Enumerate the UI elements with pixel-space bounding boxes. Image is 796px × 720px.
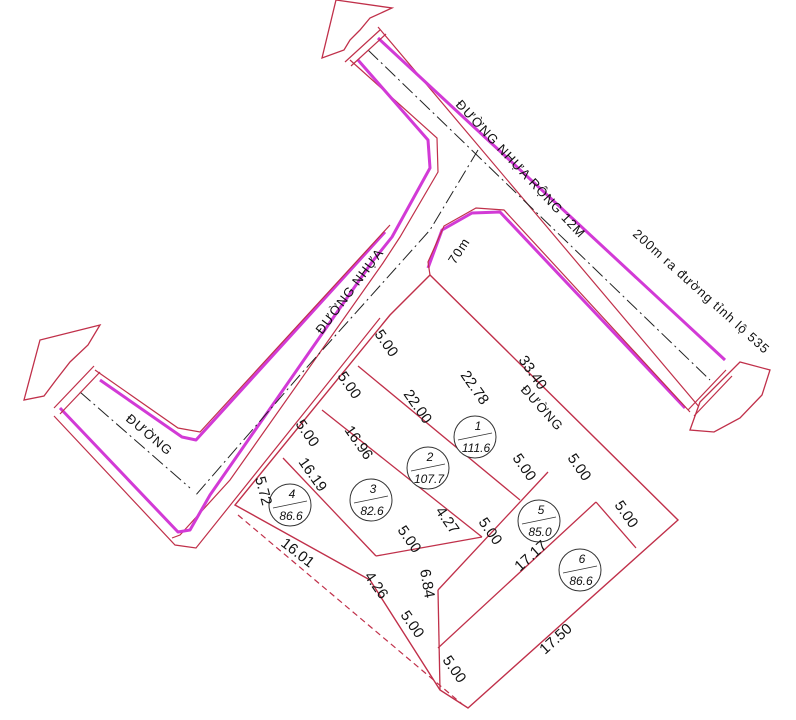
lot-6-area: 86.6 (569, 574, 593, 588)
distance-70m: 70m (445, 235, 473, 267)
lot-2-circle (406, 446, 450, 490)
main-road-label: ĐƯỜNG NHỰA RỘNG 12M (453, 97, 589, 241)
lot-1-number: 1 (475, 419, 482, 433)
dim-5-00-c: 5.00 (292, 417, 323, 451)
lot-3-number: 3 (370, 482, 377, 496)
inner-road-frame (427, 207, 691, 413)
lot-2-area: 107.7 (414, 472, 445, 486)
dim-6-84: 6.84 (416, 568, 438, 600)
lot-5-marker[interactable]: 5 85.0 (517, 499, 561, 543)
lot-1-divider (457, 432, 493, 441)
arrow-left-bar-2 (59, 371, 101, 415)
lot-2-number: 2 (426, 450, 434, 464)
arrow-top-bar-1 (344, 29, 381, 63)
lot-1-area: 111.6 (462, 441, 491, 455)
arrow-right-bar-1 (687, 369, 727, 411)
dim-22-00: 22.00 (400, 387, 435, 428)
lot-line-6 (595, 501, 637, 549)
main-road-outer-edge-2 (377, 26, 701, 409)
lot-3-area: 82.6 (360, 504, 384, 518)
lot-5-area: 85.0 (528, 525, 552, 539)
main-road-edge-left (58, 59, 432, 534)
lot-line-2 (321, 409, 483, 538)
main-road-edge-right (376, 36, 727, 362)
connector-centerline (194, 149, 479, 497)
left-road-label: ĐƯỜNG (123, 411, 176, 459)
lot-line-4 (375, 536, 483, 557)
arrow-top-bar-2 (350, 33, 387, 67)
dim-16-96: 16.96 (341, 423, 376, 464)
main-road-outer-edge (171, 59, 439, 539)
dim-5-00-j: 5.00 (439, 653, 470, 687)
main-road-centerline (367, 49, 711, 381)
dim-5-00-b: 5.00 (334, 369, 365, 403)
lot-line-5 (437, 471, 549, 591)
dim-4-27: 4.27 (432, 504, 463, 538)
dim-5-00-f: 5.00 (611, 498, 642, 532)
lot-5-divider (521, 516, 557, 525)
dim-5-00-a: 5.00 (371, 327, 402, 361)
lot-4-area: 86.6 (279, 509, 303, 523)
dim-5-00-h: 5.00 (475, 515, 506, 549)
dim-5-00-e: 5.00 (564, 451, 595, 485)
lot-5-number: 5 (538, 503, 545, 517)
dim-5-00-d: 5.00 (509, 451, 540, 485)
road-end-arrows (23, 0, 771, 433)
lot-divisions (282, 365, 637, 691)
road-network (53, 26, 727, 549)
dim-4-26: 4.26 (361, 569, 392, 603)
lot-line-7 (437, 501, 597, 649)
arrow-left-bar-1 (53, 365, 95, 409)
inner-road-label: ĐƯỜNG (518, 382, 567, 434)
dim-17-50: 17.50 (536, 620, 575, 658)
lot-line-3 (282, 457, 377, 557)
lot-4-divider (272, 500, 308, 509)
dim-5-72: 5.72 (251, 475, 275, 508)
arrow-top (321, 0, 395, 60)
lot-5-circle (517, 499, 561, 543)
plot-outline (233, 274, 680, 709)
lot-markers: 1 111.6 2 107.7 3 82.6 4 86.6 5 85.0 (268, 415, 602, 592)
connector-edge-lower (99, 230, 387, 442)
lot-4-number: 4 (289, 487, 296, 501)
lot-6-number: 6 (579, 552, 586, 566)
left-road-frame (94, 224, 391, 433)
lot-3-marker[interactable]: 3 82.6 (349, 478, 393, 522)
dim-22-78: 22.78 (457, 368, 492, 409)
lot-1-marker[interactable]: 1 111.6 (453, 415, 497, 459)
lot-3-circle (349, 478, 393, 522)
left-road-frame-lower (53, 317, 381, 549)
dim-17-17: 17.17 (511, 537, 550, 575)
dim-5-00-i: 5.00 (397, 608, 428, 642)
lot-3-divider (353, 495, 389, 504)
lot-4-marker[interactable]: 4 86.6 (268, 483, 312, 527)
arrow-left (23, 323, 102, 401)
lot-1-circle (453, 415, 497, 459)
lot-6-circle (558, 548, 602, 592)
dim-5-00-g: 5.00 (394, 523, 425, 557)
inner-road-edge-top (426, 210, 687, 410)
lot-6-marker[interactable]: 6 86.6 (558, 548, 602, 592)
rear-boundary-dashed (237, 514, 463, 705)
arrow-right-bar-2 (693, 375, 733, 417)
lot-2-marker[interactable]: 2 107.7 (406, 446, 450, 490)
lot-line-1 (357, 365, 521, 501)
lot-6-divider (562, 565, 598, 574)
lot-2-divider (410, 463, 446, 472)
arrow-right (689, 361, 771, 433)
lot-4-circle (268, 483, 312, 527)
plot-boundary (233, 274, 680, 709)
left-road-centerline (79, 391, 191, 489)
dim-33-40: 33.40 (515, 353, 550, 394)
lot-line-8 (437, 589, 441, 691)
road-labels: ĐƯỜNG NHỰA RỘNG 12M ĐƯỜNG NHỰA ĐƯỜNG ĐƯỜ… (123, 97, 773, 459)
